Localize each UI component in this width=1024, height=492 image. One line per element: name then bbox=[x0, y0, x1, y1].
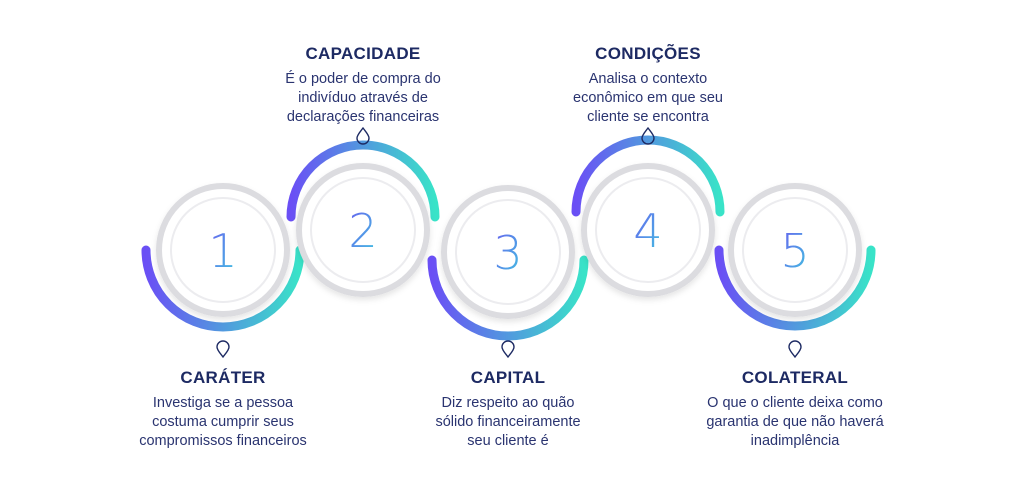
step-1-circle-inner bbox=[170, 197, 276, 303]
step-2-circle-inner bbox=[310, 177, 416, 283]
step-3: 3 bbox=[427, 185, 589, 359]
step-5: 5 bbox=[714, 183, 876, 359]
step-5-description: O que o cliente deixa como garantia de q… bbox=[665, 394, 925, 451]
step-5-label: COLATERAL O que o cliente deixa como gar… bbox=[665, 368, 925, 451]
step-5-desc-line: garantia de que não haverá bbox=[706, 414, 884, 430]
step-3-desc-line: Diz respeito ao quão bbox=[441, 395, 575, 411]
step-5-title: COLATERAL bbox=[741, 368, 849, 387]
step-2-number: 2 bbox=[348, 204, 377, 258]
step-1-desc-line: costuma cumprir seus bbox=[152, 414, 294, 430]
step-4-desc-line: cliente se encontra bbox=[587, 109, 709, 125]
step-2-arc bbox=[286, 140, 440, 222]
step-4: 4 bbox=[571, 126, 725, 297]
step-3-circle-inner bbox=[455, 199, 561, 305]
step-5-desc-line: O que o cliente deixa como bbox=[707, 395, 883, 411]
step-2-desc-line: É o poder de compra do bbox=[285, 71, 441, 87]
step-4-number: 4 bbox=[633, 204, 662, 258]
step-2-drop-icon bbox=[356, 126, 370, 145]
step-2-desc-line: declarações financeiras bbox=[286, 109, 440, 125]
step-2-title: CAPACIDADE bbox=[305, 44, 421, 63]
step-3-title: CAPITAL bbox=[470, 368, 546, 387]
step-1-desc-line: compromissos financeiros bbox=[139, 433, 307, 449]
step-1-description: Investiga se a pessoa costuma cumprir se… bbox=[103, 394, 343, 451]
step-3-label: CAPITAL Diz respeito ao quão sólido fina… bbox=[388, 368, 628, 451]
step-5-number: 5 bbox=[780, 224, 809, 278]
step-4-drop-icon bbox=[641, 126, 655, 145]
step-1-number: 1 bbox=[208, 224, 237, 278]
step-1-label: CARÁTER Investiga se a pessoa costuma cu… bbox=[103, 368, 343, 451]
step-3-description: Diz respeito ao quão sólido financeirame… bbox=[388, 394, 628, 451]
step-3-desc-line: seu cliente é bbox=[467, 433, 549, 449]
step-4-label: CONDIÇÕES Analisa o contexto econômico e… bbox=[528, 44, 768, 127]
step-5-arc bbox=[714, 245, 876, 331]
step-1-arc bbox=[141, 245, 305, 332]
step-2: 2 bbox=[286, 126, 440, 297]
step-1: 1 bbox=[141, 183, 305, 359]
step-1-pin-icon bbox=[216, 340, 230, 359]
step-3-pin-icon bbox=[501, 340, 515, 359]
step-3-desc-line: sólido financeiramente bbox=[435, 414, 581, 430]
step-5-desc-line: inadimplência bbox=[750, 433, 840, 449]
step-3-arc bbox=[427, 255, 589, 341]
step-4-arc bbox=[571, 135, 725, 217]
step-4-desc-line: Analisa o contexto bbox=[588, 71, 708, 87]
step-1-desc-line: Investiga se a pessoa bbox=[152, 395, 294, 411]
step-4-description: Analisa o contexto econômico em que seu … bbox=[528, 70, 768, 127]
step-2-desc-line: indivíduo através de bbox=[298, 90, 428, 106]
step-4-desc-line: econômico em que seu bbox=[573, 90, 723, 106]
step-4-circle-inner bbox=[595, 177, 701, 283]
step-2-label: CAPACIDADE É o poder de compra do indiví… bbox=[243, 44, 483, 127]
step-1-title: CARÁTER bbox=[180, 368, 266, 387]
step-2-description: É o poder de compra do indivíduo através… bbox=[243, 70, 483, 127]
step-5-pin-icon bbox=[788, 340, 802, 359]
step-5-circle-inner bbox=[742, 197, 848, 303]
step-4-title: CONDIÇÕES bbox=[595, 44, 701, 63]
step-3-number: 3 bbox=[493, 226, 522, 280]
